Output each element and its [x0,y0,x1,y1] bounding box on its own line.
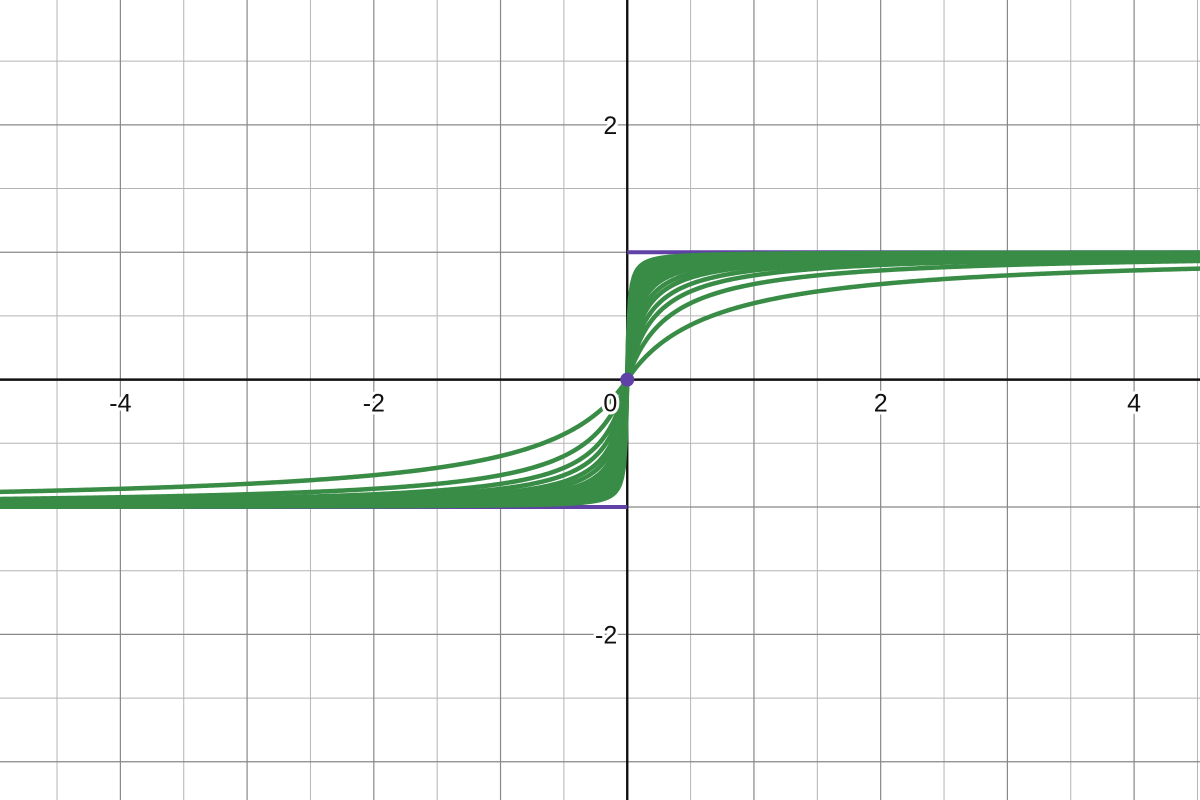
x-tick-label: 2 [874,390,888,418]
curve-family [0,250,1200,509]
family-curve [0,266,1200,495]
x-tick-label: -2 [363,390,385,418]
origin-label: 0 [603,390,617,418]
points [620,372,635,387]
origin-point[interactable] [620,372,635,387]
family-curve [0,258,1200,502]
x-tick-label: -4 [109,390,131,418]
x-tick-label: 4 [1127,390,1141,418]
tick-labels: -4 -2 2 4 2 -2 0 [106,109,1144,653]
family-curve [0,250,1200,509]
y-tick-label: 2 [603,112,617,140]
y-tick-label: -2 [595,621,617,649]
